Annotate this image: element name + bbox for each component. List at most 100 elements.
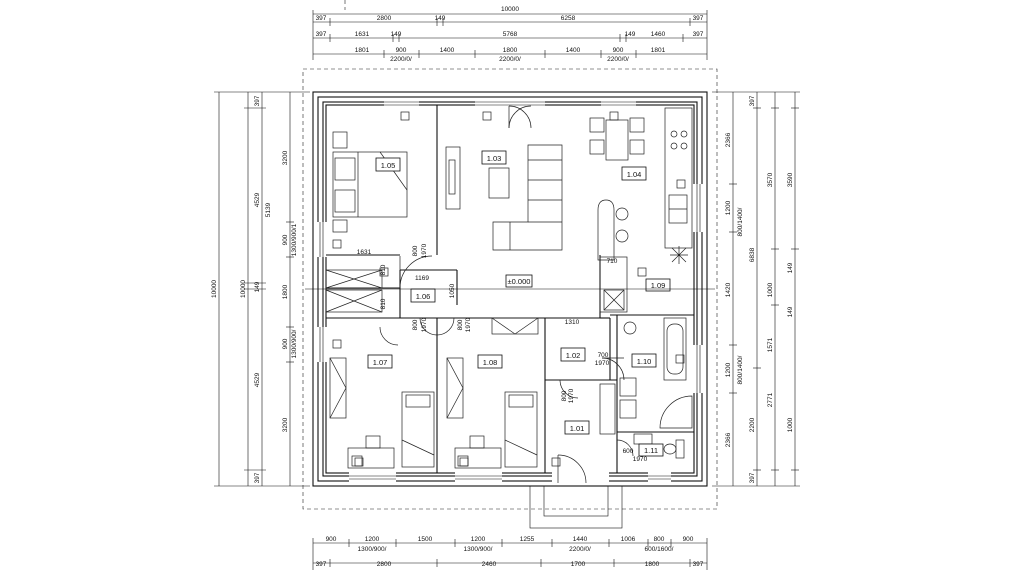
dim-label: 900 <box>613 47 624 54</box>
dim-label: 149 <box>254 281 261 292</box>
room-label-1-05: 1.05 <box>381 161 396 170</box>
dim-opening: 2200/0/ <box>607 56 629 63</box>
room-label-1-04: 1.04 <box>627 170 642 179</box>
stove-width: 710 <box>607 258 618 265</box>
dim-label: 900 <box>683 536 694 543</box>
kitchen-island <box>597 199 629 261</box>
door-height: 1970 <box>421 317 428 332</box>
dim-label: 1255 <box>520 536 535 543</box>
dim-label: 900 <box>326 536 337 543</box>
room-labels: 1.05 1.03 1.04 1.06 1.09 1.07 1.08 1.02 … <box>367 150 671 457</box>
door-swings <box>379 105 634 484</box>
dim-label: 397 <box>316 15 327 22</box>
wardrobe <box>329 357 347 419</box>
door-height: 1970 <box>568 388 575 403</box>
door-height: 1970 <box>465 317 472 332</box>
dim-label: 149 <box>391 31 402 38</box>
dim-label: 1571 <box>767 337 774 352</box>
wardrobe <box>491 317 539 335</box>
shower <box>659 395 693 429</box>
room-label-1-09: 1.09 <box>651 281 666 290</box>
right-dimension-chain: 2366 1200 1420 1200 2366 800/1400/ 800/1… <box>712 91 800 487</box>
door-width: 800 <box>412 245 419 256</box>
dim-label: 2366 <box>725 132 732 147</box>
dim-opening: 1300/900/ <box>291 329 298 358</box>
dim-label: 4529 <box>254 372 261 387</box>
dim-top-total: 10000 <box>501 6 519 13</box>
dim-label: 3570 <box>767 172 774 187</box>
dim-label: 1631 <box>355 31 370 38</box>
dim-label: 149 <box>435 15 446 22</box>
dim-label: 800 <box>654 536 665 543</box>
left-dimension-chain: 10000 10000 4529 149 4529 397 397 5139 3… <box>211 91 310 487</box>
toilet <box>663 439 685 459</box>
corridor-length-2: 1169 <box>415 275 429 282</box>
dim-label: 3590 <box>787 172 794 187</box>
wardrobe <box>325 269 383 313</box>
dim-label: 5139 <box>265 202 272 217</box>
dim-label: 1400 <box>566 47 581 54</box>
dim-opening: 800/1400/ <box>737 355 744 384</box>
room-label-1-08: 1.08 <box>483 358 498 367</box>
dim-label: 2200 <box>749 417 756 432</box>
dim-label: 1801 <box>651 47 666 54</box>
dim-label: 149 <box>787 306 794 317</box>
dim-opening: 2200/0/ <box>499 56 521 63</box>
windows <box>315 99 705 482</box>
dim-label: 2771 <box>767 392 774 407</box>
dim-label: 1700 <box>571 561 586 568</box>
dim-label: 2800 <box>377 15 392 22</box>
dim-label: 1400 <box>440 47 455 54</box>
top-dimension-chain: 10000 397 2800 149 6258 397 397 1631 149… <box>312 6 708 63</box>
door-height: 1970 <box>633 456 648 463</box>
room-label-1-07: 1.07 <box>373 358 388 367</box>
dim-label: 1000 <box>787 417 794 432</box>
entrance-wardrobe <box>599 383 616 435</box>
dim-opening: 1300/900/ <box>464 546 493 553</box>
dim-label: 397 <box>749 472 756 483</box>
floor-level-mark: ±0.000 <box>508 277 531 286</box>
dim-label: 6838 <box>749 247 756 262</box>
dim-opening: 1300/900/ <box>358 546 387 553</box>
room-label-1-02: 1.02 <box>566 351 581 360</box>
dim-label: 397 <box>693 561 704 568</box>
fireplace <box>599 256 628 313</box>
dim-label: 900 <box>396 47 407 54</box>
inner-dimensions: 1631 1169 1310 710 1050 800 1970 800 197… <box>357 243 648 463</box>
door-height: 1970 <box>421 243 428 258</box>
niche-width: 810 <box>380 298 387 309</box>
niche-width: 810 <box>380 264 387 275</box>
room-label-1-03: 1.03 <box>487 154 502 163</box>
corridor-length: 1631 <box>357 249 372 256</box>
dim-label: 1200 <box>471 536 486 543</box>
dim-label: 149 <box>787 262 794 273</box>
dim-label: 10000 <box>240 280 247 298</box>
roof-outline <box>302 68 718 510</box>
stairs-length: 1050 <box>449 283 456 298</box>
door-width: 700 <box>598 352 609 359</box>
dim-label: 397 <box>693 15 704 22</box>
dim-label: 1440 <box>573 536 588 543</box>
dim-label: 397 <box>693 31 704 38</box>
dim-label: 1420 <box>725 282 732 297</box>
wc-basin <box>633 433 653 445</box>
dim-label: 397 <box>254 95 261 106</box>
dim-label: 1800 <box>503 47 518 54</box>
hall-width: 1310 <box>565 319 580 326</box>
double-bed <box>332 131 408 233</box>
outlet-symbols <box>332 111 686 467</box>
dim-label: 2460 <box>482 561 497 568</box>
dim-label: 4529 <box>254 192 261 207</box>
dim-label: 2366 <box>725 432 732 447</box>
desk <box>347 435 395 469</box>
dim-label: 1801 <box>355 47 370 54</box>
room-label-1-01: 1.01 <box>570 424 585 433</box>
dim-label: 6258 <box>561 15 576 22</box>
interior-walls <box>326 105 694 473</box>
single-bed <box>504 391 538 468</box>
dim-label: 1800 <box>645 561 660 568</box>
dim-label: 1200 <box>725 200 732 215</box>
dim-label: 149 <box>625 31 636 38</box>
dim-opening: 2200/0/ <box>390 56 412 63</box>
